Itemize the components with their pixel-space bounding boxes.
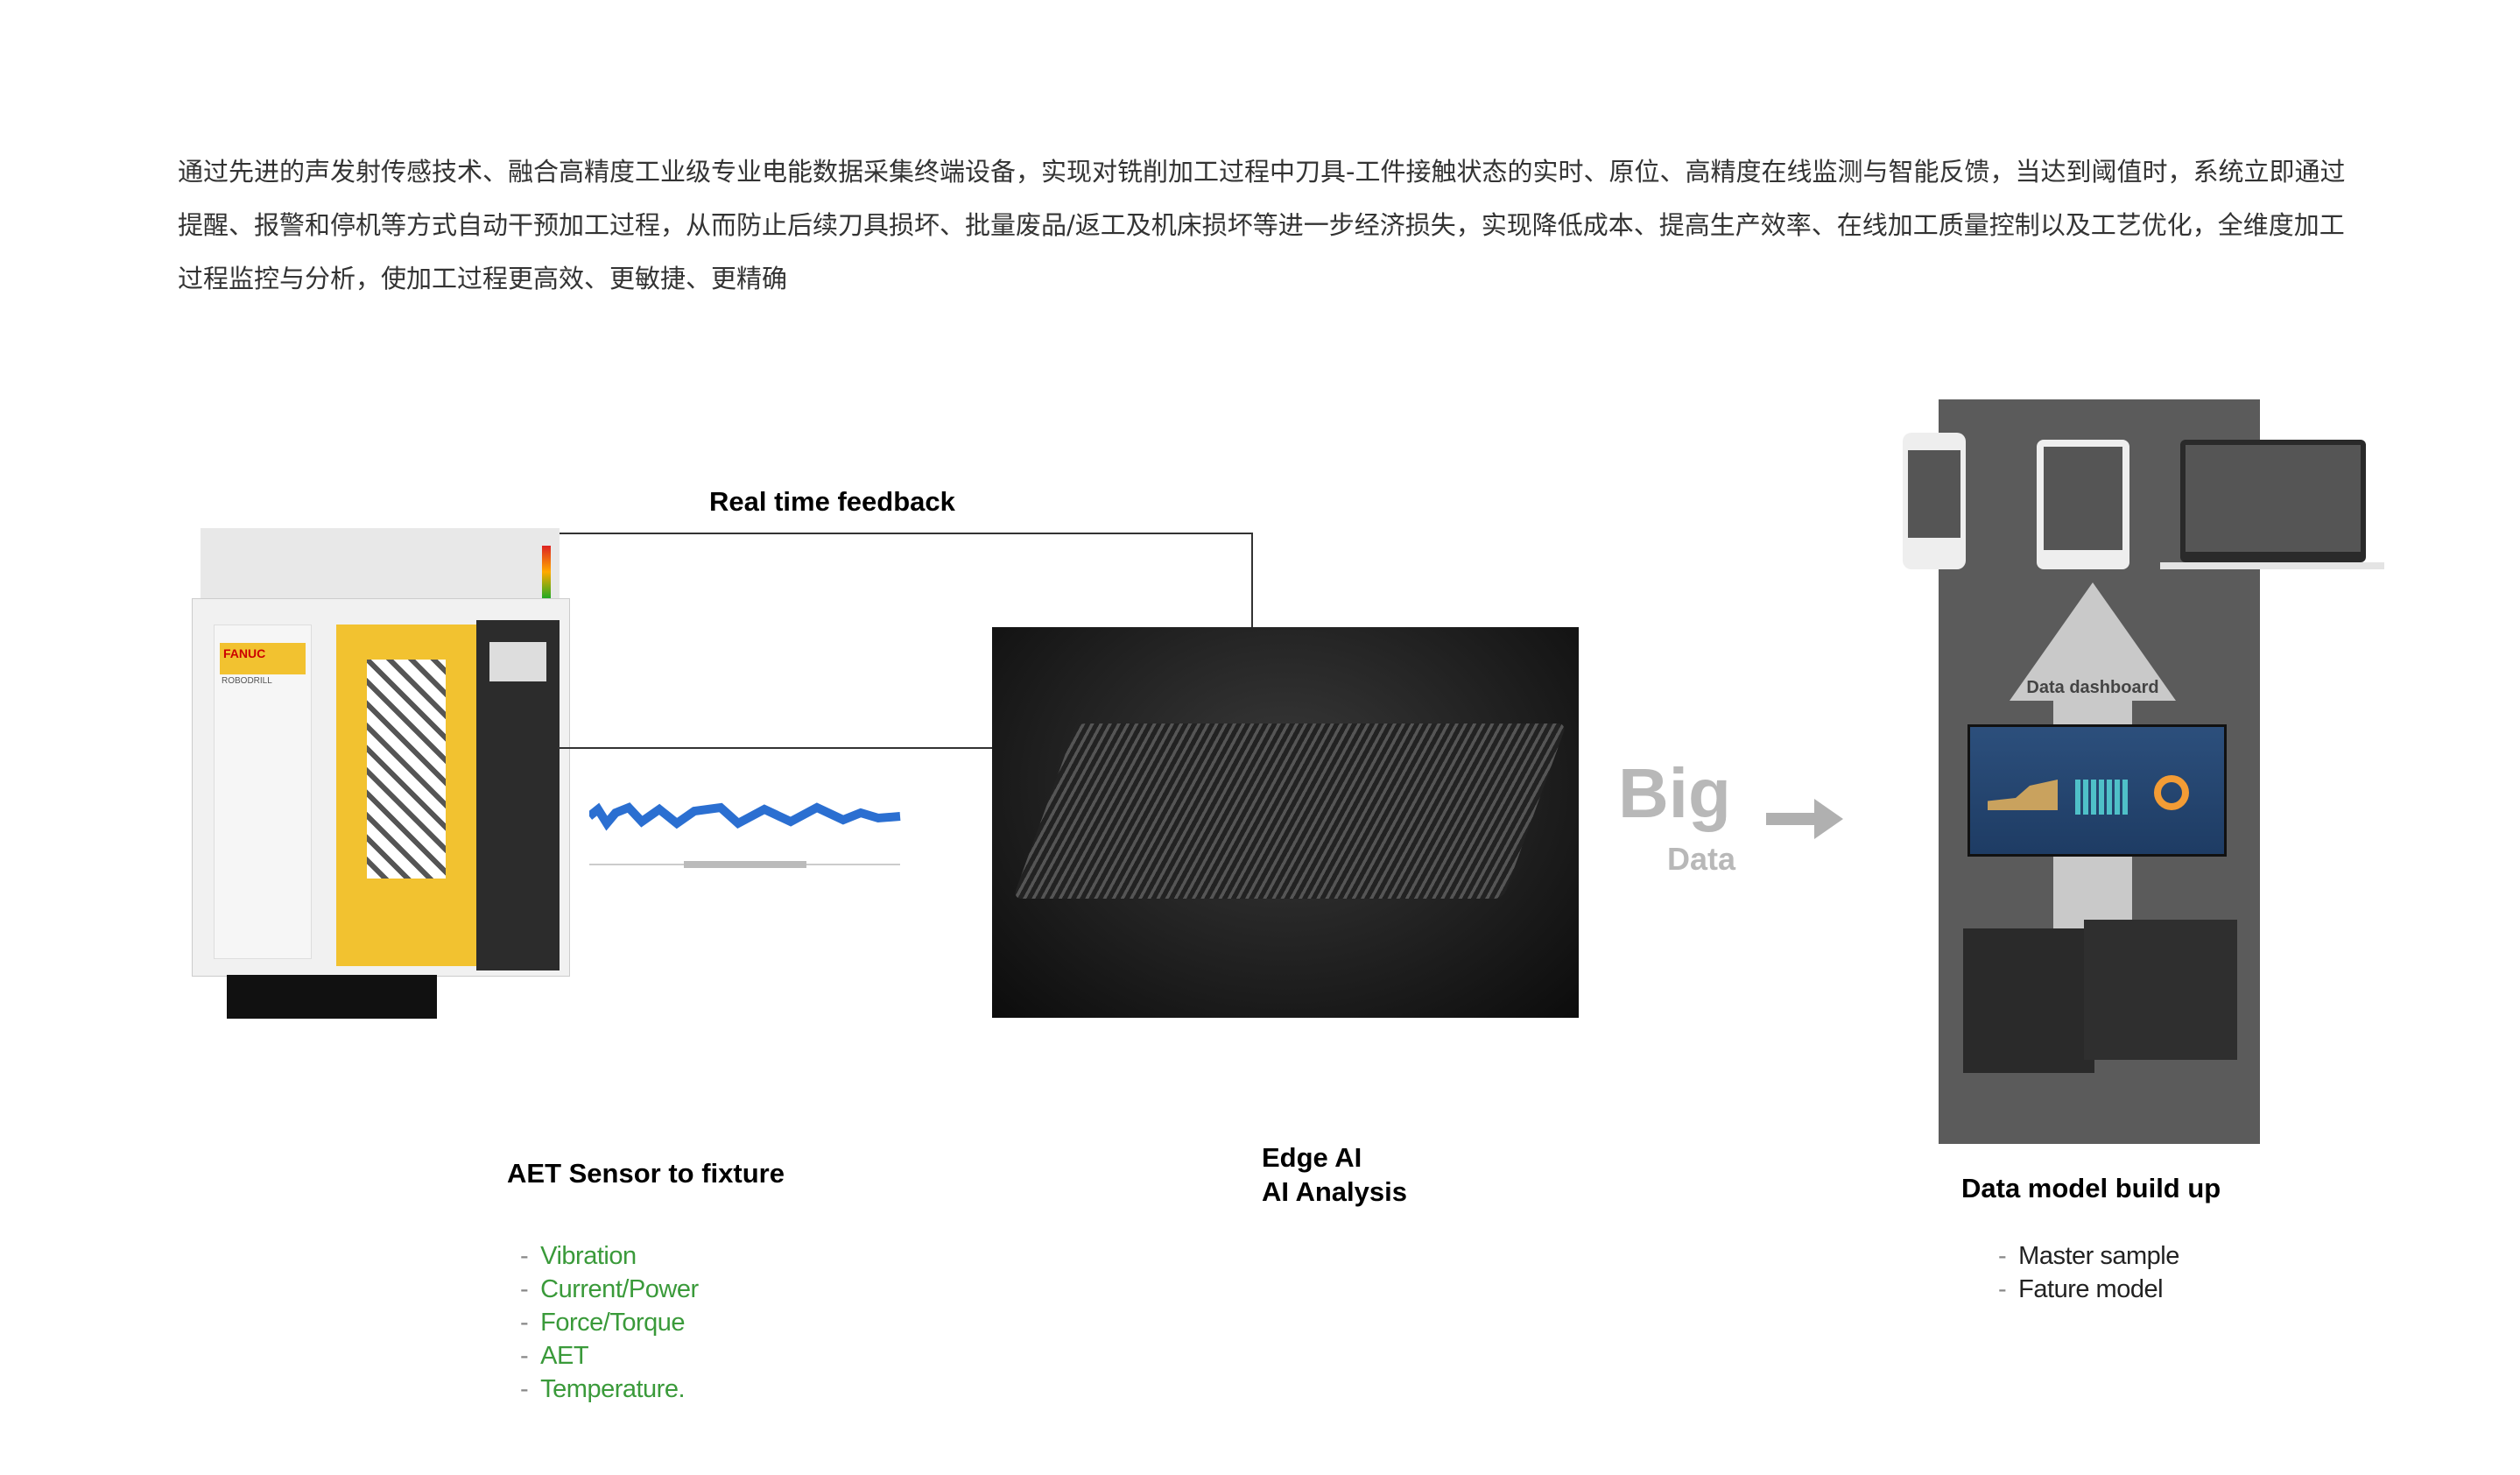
- server-image: [1963, 928, 2094, 1073]
- model-title: Data model build up: [1961, 1173, 2221, 1203]
- big-data-data: Data: [1667, 841, 1736, 877]
- sensor-list: -Vibration -Current/Power -Force/Torque …: [520, 1239, 699, 1406]
- waveform-icon: [589, 802, 901, 868]
- edge-subtitle: AI Analysis: [1262, 1176, 1407, 1207]
- list-item: -AET: [520, 1342, 589, 1370]
- dashboard-screen-image: [1967, 724, 2227, 857]
- phone-image: [1903, 433, 1966, 569]
- list-item: -Fature model: [1998, 1275, 2164, 1303]
- edge-title: Edge AI: [1262, 1142, 1362, 1173]
- list-item: -Force/Torque: [520, 1309, 686, 1337]
- list-item: -Vibration: [520, 1242, 637, 1270]
- laptop-base: [2160, 562, 2384, 569]
- intro-paragraph: 通过先进的声发射传感技术、融合高精度工业级专业电能数据采集终端设备，实现对铣削加…: [178, 157, 2346, 293]
- machine-brand: FANUC: [220, 643, 306, 674]
- feedback-line: [541, 533, 1253, 534]
- server-image-2: [2084, 920, 2237, 1060]
- dashboard-label: Data dashboard: [2026, 678, 2159, 697]
- tablet-image: [2037, 440, 2129, 569]
- arrow-right-icon: [1766, 799, 1843, 839]
- sensor-line: [558, 747, 1035, 749]
- laptop-image: [2180, 440, 2366, 562]
- model-list: -Master sample -Fature model: [1998, 1239, 2179, 1306]
- feedback-line-down: [1251, 533, 1253, 662]
- machine-model: ROBODRILL: [222, 676, 272, 686]
- sensor-title: AET Sensor to fixture: [507, 1158, 785, 1189]
- list-item: -Master sample: [1998, 1242, 2179, 1270]
- list-item: -Current/Power: [520, 1275, 699, 1303]
- cnc-machine-image: FANUC ROBODRILL: [174, 493, 614, 1050]
- big-data-big: Big: [1618, 754, 1731, 832]
- list-item: -Temperature.: [520, 1375, 686, 1403]
- feedback-label: Real time feedback: [709, 486, 955, 517]
- edge-ai-device-image: [992, 627, 1579, 1018]
